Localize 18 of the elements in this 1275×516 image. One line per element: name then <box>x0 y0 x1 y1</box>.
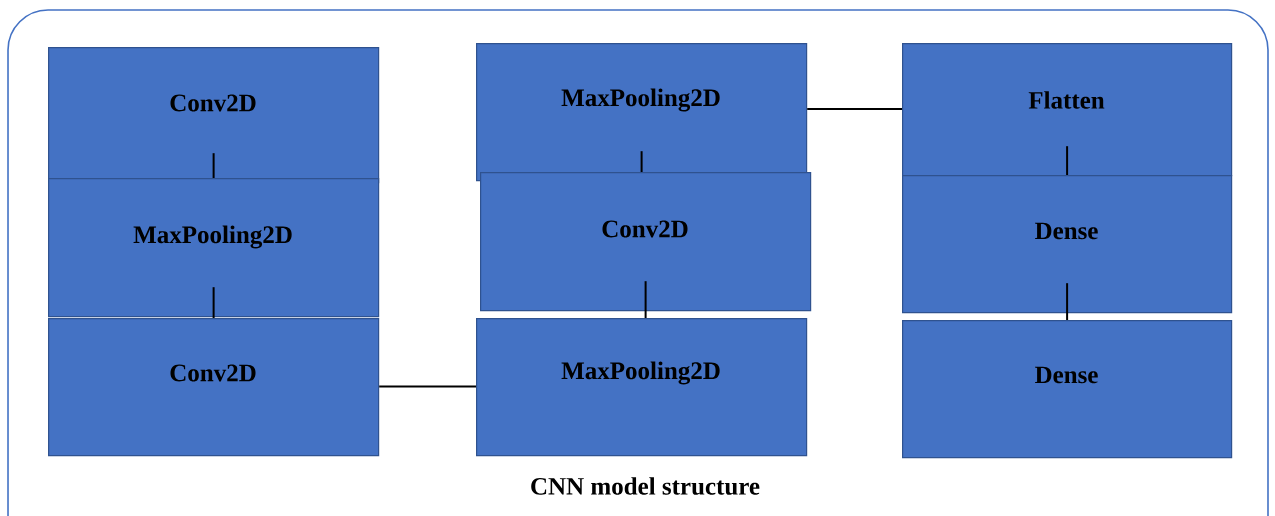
layer-box: MaxPooling2D <box>476 43 808 182</box>
frame-title: CNN model structure <box>531 477 760 495</box>
layer-box: MaxPooling2D <box>48 178 380 318</box>
connector-line <box>378 385 477 388</box>
layer-box: MaxPooling2D <box>476 318 808 457</box>
connector-line <box>212 286 215 319</box>
connector-line <box>1066 282 1069 321</box>
layer-box: Conv2D <box>480 172 812 312</box>
layer-box: Flatten <box>902 43 1233 177</box>
connector-line <box>640 150 643 173</box>
layer-box: Conv2D <box>48 318 380 457</box>
layer-box: Dense <box>902 175 1233 314</box>
layer-box: Dense <box>902 320 1233 459</box>
connector-line <box>212 152 215 179</box>
connector-line <box>806 108 903 110</box>
connector-line <box>644 280 647 319</box>
layer-box: Conv2D <box>48 47 380 184</box>
connector-line <box>1066 145 1069 176</box>
